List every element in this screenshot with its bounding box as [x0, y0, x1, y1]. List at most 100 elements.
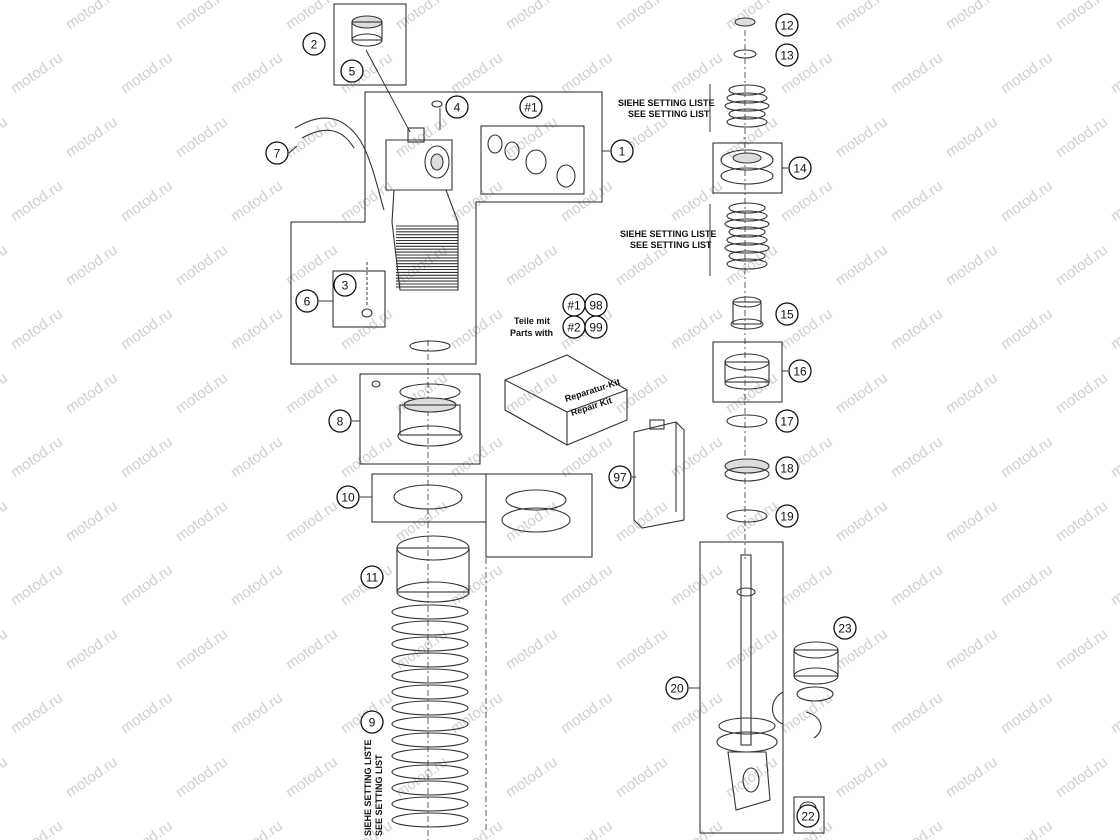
- callout-circle: [519, 95, 543, 119]
- shim-stack-top: [724, 84, 770, 128]
- callout-c7: 7: [265, 141, 289, 165]
- callout-c98: 98: [584, 293, 608, 317]
- watermark-text: motod.ru: [943, 0, 1001, 33]
- watermark-text: motod.ru: [63, 625, 121, 673]
- frame-shaft: [699, 541, 784, 834]
- watermark-text: motod.ru: [668, 49, 726, 97]
- callout-c11: 11: [360, 565, 384, 589]
- watermark-text: motod.ru: [63, 241, 121, 289]
- watermark-text: motod.ru: [1108, 561, 1120, 609]
- callout-label: 97: [613, 471, 627, 485]
- watermark-text: motod.ru: [228, 305, 286, 353]
- watermark-text: motod.ru: [888, 177, 946, 225]
- watermark-text: motod.ru: [558, 817, 616, 840]
- axis-lines: [365, 30, 746, 840]
- watermark-text: motod.ru: [0, 497, 11, 545]
- spring-coil: [391, 716, 469, 732]
- callout-label: 11: [366, 571, 379, 585]
- callout-label: 98: [589, 299, 603, 313]
- watermark-text: motod.ru: [888, 689, 946, 737]
- callout-label: #1: [524, 101, 538, 115]
- shim-disc: [726, 116, 768, 128]
- watermark-text: motod.ru: [888, 817, 946, 840]
- watermark-text: motod.ru: [558, 49, 616, 97]
- kit1-cap: [556, 164, 576, 188]
- watermark-text: motod.ru: [228, 817, 286, 840]
- watermark-text: motod.ru: [0, 241, 11, 289]
- callout-c12: 12: [775, 13, 799, 37]
- callout-c5: 5: [340, 59, 364, 83]
- callout-label: #1: [567, 299, 581, 313]
- callout-label: 19: [780, 510, 794, 524]
- watermark-text: motod.ru: [0, 753, 11, 801]
- item-15-bottom: [730, 318, 764, 330]
- watermark-text: motod.ru: [1053, 497, 1111, 545]
- watermark-text: motod.ru: [998, 689, 1056, 737]
- circlip-right: [805, 711, 822, 739]
- callout-c9: 9: [360, 710, 384, 734]
- callout-c19: 19: [775, 504, 799, 528]
- watermark-text: motod.ru: [668, 817, 726, 840]
- watermark-text: motod.ru: [778, 561, 836, 609]
- cap-bottom: [351, 33, 383, 47]
- watermark-text: motod.ru: [943, 753, 1001, 801]
- seal-head-bottom: [724, 376, 770, 390]
- watermark-text: motod.ru: [448, 49, 506, 97]
- seal-head-body: [724, 361, 770, 383]
- callout-circle: [360, 710, 384, 734]
- watermark-text: motod.ru: [118, 561, 176, 609]
- oil-can-spout: [649, 419, 665, 430]
- item-13-washer: [733, 49, 757, 59]
- callout-circle: [608, 465, 632, 489]
- watermark-text: motod.ru: [558, 689, 616, 737]
- watermark-text: motod.ru: [338, 305, 396, 353]
- callout-c8: 8: [328, 409, 352, 433]
- callout-circle: [360, 565, 384, 589]
- callout-leaders: [288, 84, 788, 689]
- watermark-text: motod.ru: [393, 113, 451, 161]
- watermark-text: motod.ru: [503, 0, 561, 33]
- callout-c10: 10: [336, 485, 360, 509]
- piston-inner: [732, 152, 762, 164]
- bumper23-body: [793, 649, 839, 677]
- watermark-text: motod.ru: [778, 689, 836, 737]
- callout-circle: [788, 359, 812, 383]
- watermark-text: motod.ru: [943, 369, 1001, 417]
- callout-label: 13: [780, 49, 794, 63]
- spring-coil: [391, 620, 469, 636]
- item-18-bottom: [724, 466, 770, 482]
- spring-coil: [391, 652, 469, 668]
- callout-c18: 18: [775, 456, 799, 480]
- spring-coils: [391, 604, 469, 828]
- head-valve: [407, 127, 425, 143]
- watermark-text: motod.ru: [173, 0, 231, 33]
- watermark-text: motod.ru: [173, 369, 231, 417]
- callout-label: 17: [780, 415, 794, 429]
- spring-coil: [391, 684, 469, 700]
- spring-coil: [391, 780, 469, 796]
- watermark-text: motod.ru: [503, 625, 561, 673]
- callout-c2b: #2: [562, 315, 586, 339]
- shim-disc: [724, 100, 770, 112]
- hose-7: [294, 117, 385, 211]
- spring-coil: [391, 668, 469, 684]
- watermark-text: motod.ru: [1108, 817, 1120, 840]
- callout-circle: [340, 59, 364, 83]
- watermark-text: motod.ru: [118, 817, 176, 840]
- callout-label: 16: [793, 365, 807, 379]
- watermark-text: motod.ru: [833, 497, 891, 545]
- adjuster-body: [399, 404, 461, 436]
- watermark-text: motod.ru: [63, 113, 121, 161]
- watermark-text: motod.ru: [833, 113, 891, 161]
- watermark-text: motod.ru: [668, 177, 726, 225]
- right-parts: [716, 17, 839, 815]
- watermark-text: motod.ru: [118, 433, 176, 481]
- hose-7-inner: [301, 129, 355, 149]
- callout-label: 23: [838, 622, 852, 636]
- frame-item-3: [332, 270, 386, 328]
- callout-circle: [584, 315, 608, 339]
- watermark-text: motod.ru: [888, 305, 946, 353]
- note-setting-top-de: SIEHE SETTING LISTE: [618, 98, 715, 108]
- clevis: [727, 751, 771, 811]
